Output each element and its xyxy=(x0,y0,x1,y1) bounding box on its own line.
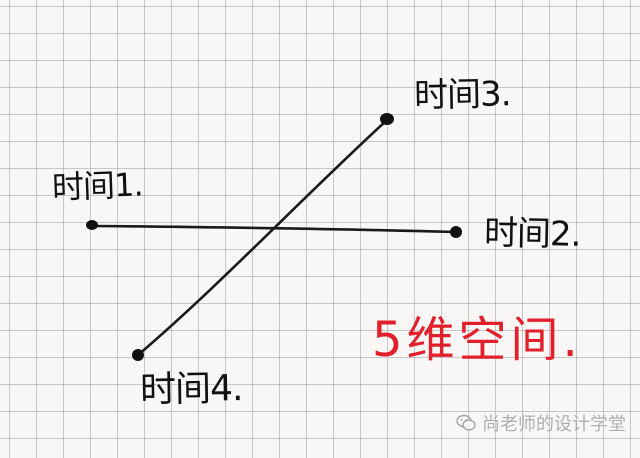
point-time3 xyxy=(380,113,394,125)
label-time-3: 时间3. xyxy=(413,74,511,116)
wechat-chat-icon xyxy=(456,414,476,431)
watermark-text: 尚老师的设计学堂 xyxy=(482,414,626,435)
line-time4-to-time3 xyxy=(136,118,389,357)
label-time-1: 时间1. xyxy=(51,165,144,207)
watermark: 尚老师的设计学堂 xyxy=(456,410,626,436)
point-time1 xyxy=(86,220,98,230)
label-time-2: 时间2. xyxy=(483,213,581,255)
label-time-4: 时间4. xyxy=(139,368,243,411)
label-five-dimensional-space: 5维空间. xyxy=(372,312,582,368)
point-time2 xyxy=(450,226,462,238)
point-time4 xyxy=(132,349,144,361)
